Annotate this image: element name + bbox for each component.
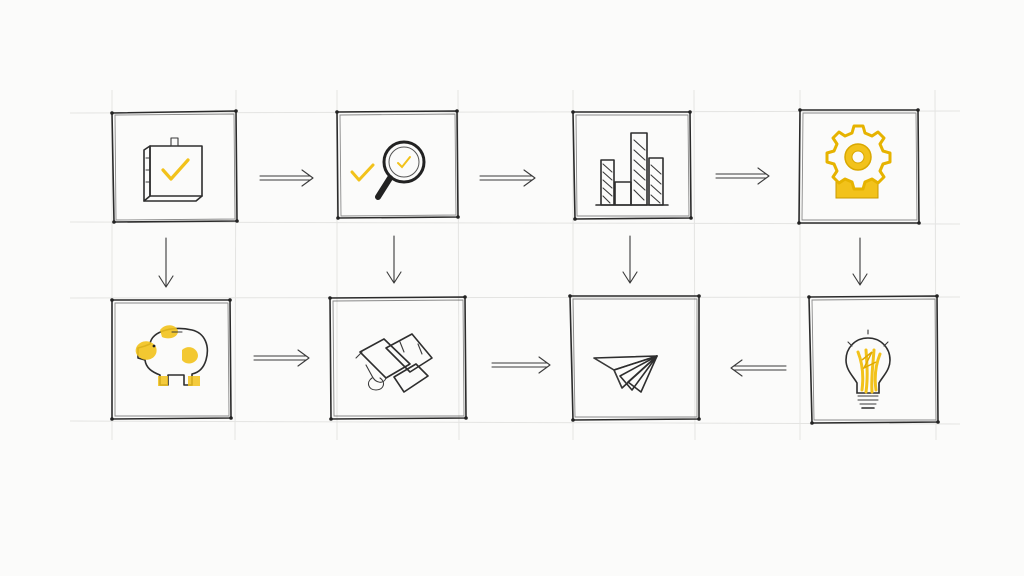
package-checkmark-icon — [143, 137, 203, 202]
arrow-n5-n6 — [253, 349, 310, 367]
arrow-n3-n4 — [715, 167, 770, 185]
arrows — [158, 167, 868, 377]
magnifier-checkmark-icon — [350, 140, 426, 200]
arrow-n3-n7 — [622, 235, 638, 284]
arrow-n2-n3 — [479, 169, 536, 187]
node-magnifier — [335, 109, 460, 220]
paper-airplane-icon — [593, 355, 658, 393]
arrow-n6-n7 — [491, 356, 551, 374]
guide-lines — [69, 89, 961, 441]
arrow-n1-n5 — [158, 237, 174, 288]
light-bulb-icon — [845, 329, 891, 409]
arrow-n4-n8 — [852, 237, 868, 286]
bar-chart-icon — [595, 132, 669, 206]
arrow-n1-n2 — [259, 169, 314, 187]
node-gear — [797, 108, 921, 225]
piggy-bank-icon — [135, 325, 209, 386]
node-folded-papers — [328, 295, 468, 421]
gear-icon — [825, 124, 892, 199]
node-light-bulb — [807, 294, 940, 425]
arrow-n8-n7 — [730, 359, 787, 377]
arrow-n2-n6 — [386, 235, 402, 284]
node-bar-chart — [571, 110, 693, 221]
node-paper-airplane — [568, 294, 701, 422]
folded-papers-icon — [355, 333, 433, 393]
node-package — [110, 109, 239, 224]
node-piggy-bank — [110, 298, 233, 421]
